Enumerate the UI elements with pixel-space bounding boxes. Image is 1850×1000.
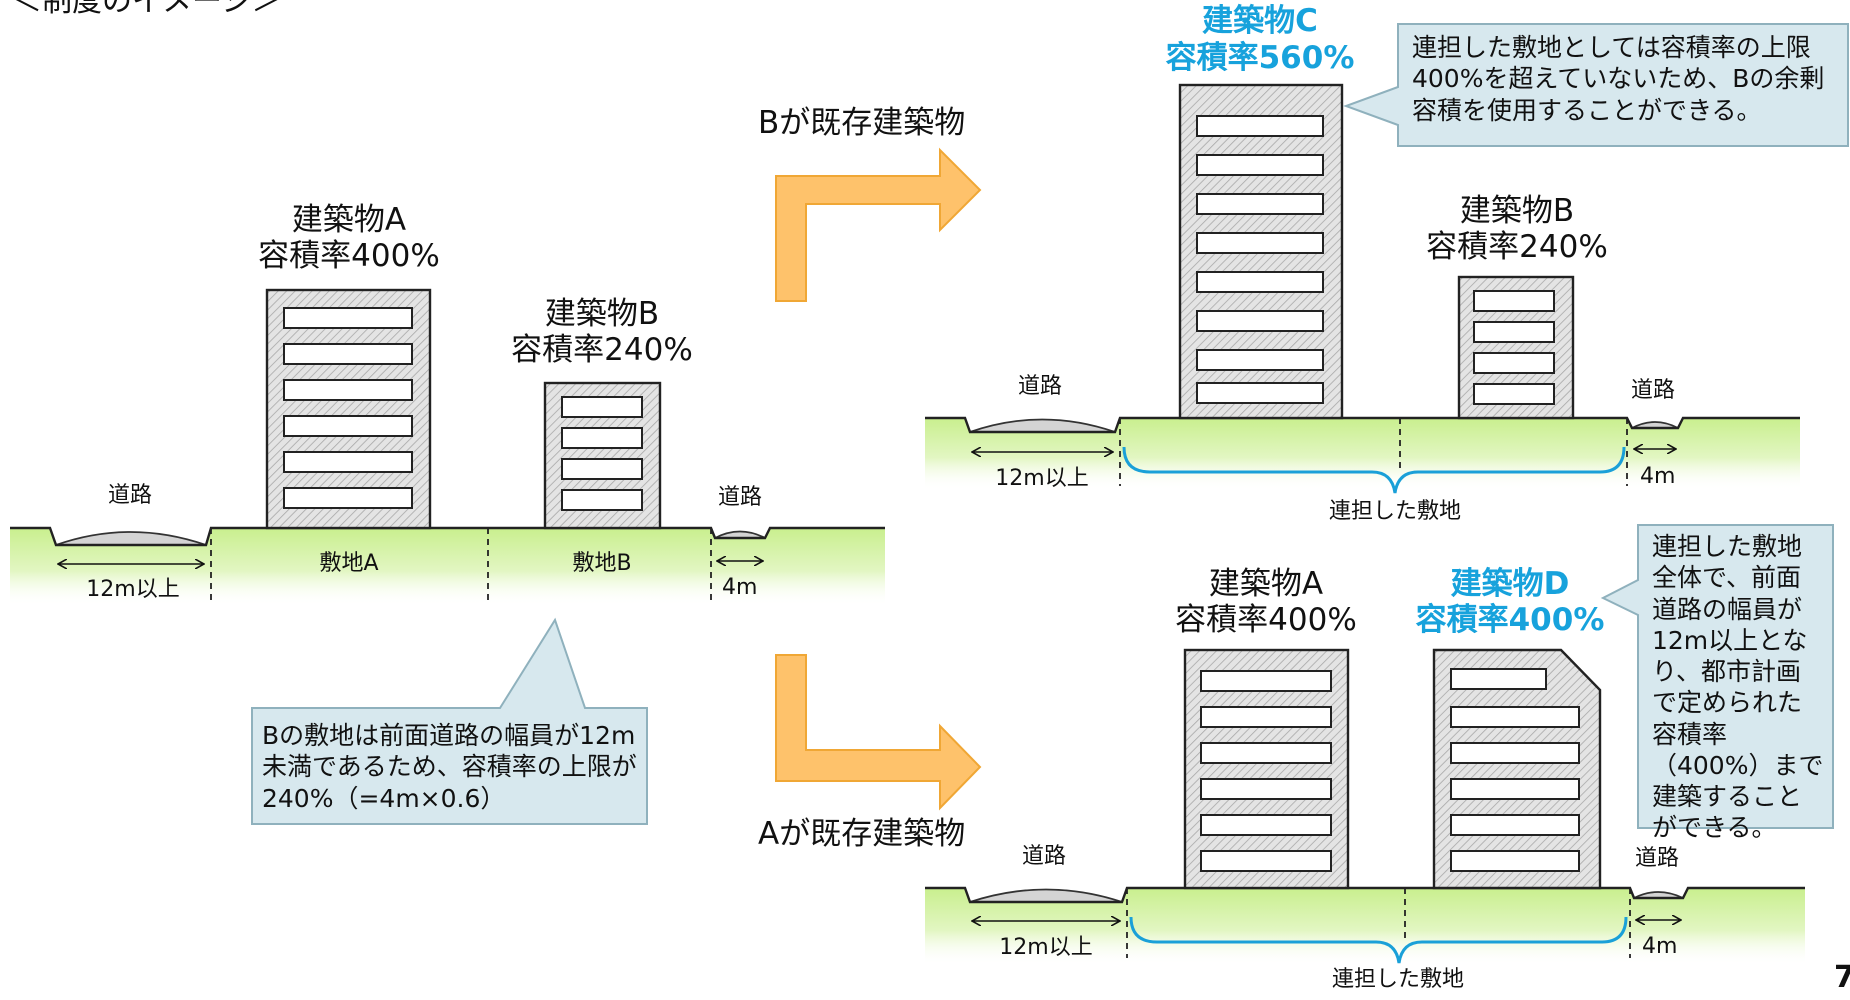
upper-width-4m-label: 4m bbox=[1640, 464, 1676, 489]
page-number: 7 bbox=[1834, 960, 1850, 995]
upper-note-callout bbox=[1343, 23, 1849, 147]
left-width-4m-label: 4m bbox=[722, 575, 758, 600]
lower-building-d-ratio: 容積率400% bbox=[1415, 602, 1605, 638]
floor bbox=[1196, 232, 1324, 254]
lower-building-d-floors bbox=[1450, 668, 1580, 872]
lower-building-d-name: 建築物D bbox=[1450, 566, 1570, 602]
upper-site-label: 連担した敷地 bbox=[1328, 499, 1462, 524]
floor bbox=[1196, 115, 1324, 137]
floor bbox=[283, 415, 413, 437]
floor bbox=[561, 489, 643, 511]
lower-width-4m-label: 4m bbox=[1642, 934, 1678, 959]
upper-ground-line bbox=[925, 416, 1800, 434]
floor bbox=[1200, 850, 1332, 872]
left-building-a-floors bbox=[283, 307, 413, 509]
floor bbox=[1200, 814, 1332, 836]
floor bbox=[1200, 670, 1332, 692]
upper-width-12m-label: 12m以上 bbox=[995, 466, 1089, 491]
floor bbox=[1196, 349, 1324, 371]
lower-site-brace bbox=[1129, 916, 1628, 964]
floor bbox=[1473, 321, 1555, 343]
lower-arrow-label: Aが既存建築物 bbox=[758, 816, 966, 852]
upper-road-left-label: 道路 bbox=[1017, 374, 1063, 399]
left-road-left-label: 道路 bbox=[107, 483, 153, 508]
lower-building-a-ratio: 容積率400% bbox=[1175, 602, 1357, 638]
floor bbox=[1200, 706, 1332, 728]
left-site-b-label: 敷地B bbox=[572, 551, 632, 576]
upper-building-c-floors bbox=[1196, 115, 1324, 404]
upper-building-b-name: 建築物B bbox=[1459, 193, 1575, 229]
lower-road-left-label: 道路 bbox=[1021, 844, 1067, 869]
left-building-b-ratio: 容積率240% bbox=[511, 332, 693, 368]
lower-road-left bbox=[969, 888, 1123, 903]
upper-arrow-label: Bが既存建築物 bbox=[758, 105, 966, 141]
lower-ground bbox=[925, 888, 1805, 965]
left-ground bbox=[10, 528, 885, 606]
lower-building-a-name: 建築物A bbox=[1208, 566, 1324, 602]
upper-building-c-name: 建築物C bbox=[1202, 3, 1318, 39]
floor bbox=[1196, 382, 1324, 404]
lower-note-callout bbox=[1600, 524, 1834, 829]
floor bbox=[1200, 778, 1332, 800]
floor bbox=[1473, 352, 1555, 374]
lower-width-12m-label: 12m以上 bbox=[999, 935, 1093, 960]
upper-road-right-label: 道路 bbox=[1630, 378, 1676, 403]
lower-road-right-label: 道路 bbox=[1634, 846, 1680, 871]
upper-building-b-ratio: 容積率240% bbox=[1426, 229, 1608, 265]
lower-bend-arrow bbox=[775, 654, 982, 811]
floor bbox=[283, 487, 413, 509]
floor bbox=[1196, 310, 1324, 332]
lower-building-a-floors bbox=[1200, 670, 1332, 872]
lower-site-label: 連担した敷地 bbox=[1331, 967, 1465, 992]
floor bbox=[283, 343, 413, 365]
left-note-callout bbox=[251, 617, 648, 825]
left-site-a-label: 敷地A bbox=[319, 551, 379, 576]
lower-scene bbox=[925, 524, 1834, 965]
floor bbox=[283, 379, 413, 401]
floor bbox=[561, 458, 643, 480]
floor bbox=[1196, 154, 1324, 176]
upper-building-c-ratio: 容積率560% bbox=[1165, 40, 1355, 76]
upper-road-left bbox=[969, 418, 1116, 433]
floor bbox=[1450, 814, 1580, 836]
left-building-a-name: 建築物A bbox=[291, 202, 407, 238]
floor bbox=[1450, 706, 1580, 728]
floor bbox=[1473, 383, 1555, 405]
left-building-a-ratio: 容積率400% bbox=[258, 238, 440, 274]
floor bbox=[1473, 290, 1555, 312]
lower-ground-line bbox=[925, 886, 1805, 904]
page-heading: ＜制度のイメージ＞ bbox=[12, 0, 282, 19]
floor bbox=[561, 396, 643, 418]
upper-bend-arrow bbox=[775, 147, 982, 302]
floor bbox=[1450, 850, 1580, 872]
lower-note-text: 連担した敷地全体で、前面道路の幅員が12m以上となり、都市計画で定められた容積率… bbox=[1652, 532, 1824, 843]
upper-note-text: 連担した敷地としては容積率の上限400%を超えていないため、Bの余剰容積を使用す… bbox=[1412, 33, 1825, 125]
upper-site-brace bbox=[1122, 446, 1626, 494]
floor bbox=[1450, 778, 1580, 800]
floor bbox=[1196, 193, 1324, 215]
floor bbox=[561, 427, 643, 449]
left-scene bbox=[10, 288, 885, 825]
floor bbox=[1200, 742, 1332, 764]
floor bbox=[283, 307, 413, 329]
floor bbox=[1450, 668, 1547, 690]
left-building-b-floors bbox=[561, 396, 643, 511]
floor bbox=[1196, 271, 1324, 293]
upper-scene bbox=[925, 23, 1849, 494]
left-road-right-label: 道路 bbox=[717, 485, 763, 510]
left-road-left bbox=[55, 531, 207, 546]
left-width-12m-label: 12m以上 bbox=[86, 577, 180, 602]
left-ground-line bbox=[10, 526, 885, 547]
left-building-b-name: 建築物B bbox=[544, 296, 660, 332]
floor bbox=[1450, 742, 1580, 764]
upper-building-b-floors bbox=[1473, 290, 1555, 405]
left-note-text: Bの敷地は前面道路の幅員が12m未満であるため、容積率の上限が240%（=4m×… bbox=[262, 721, 637, 813]
floor bbox=[283, 451, 413, 473]
